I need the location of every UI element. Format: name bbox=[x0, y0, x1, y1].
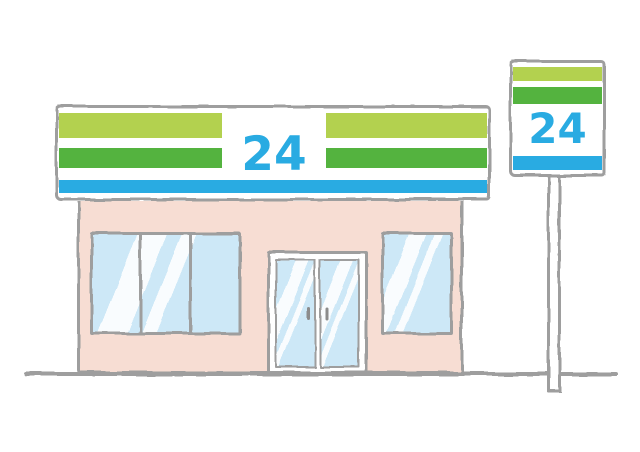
window-mullion bbox=[188, 235, 192, 332]
right-window bbox=[381, 232, 453, 335]
left-door-panel bbox=[275, 259, 316, 368]
sign-24-panel: 24 bbox=[222, 108, 326, 178]
pole-sign-24-panel: 24 bbox=[509, 104, 606, 153]
pole-sign: 24 bbox=[509, 60, 606, 177]
pole-sign-stripe-blue bbox=[513, 156, 602, 170]
entrance-door bbox=[267, 251, 368, 374]
pole-sign-stripe-green bbox=[513, 87, 602, 104]
pole-sign-stripe-lime bbox=[513, 67, 602, 81]
sign-stripe-blue bbox=[59, 180, 487, 193]
window-mullion bbox=[139, 235, 143, 332]
storefront-24-text: 24 bbox=[241, 127, 307, 182]
sign-pole bbox=[547, 170, 561, 392]
left-window bbox=[90, 232, 241, 335]
storefront-sign: 24 bbox=[55, 105, 491, 201]
right-door-panel bbox=[319, 259, 360, 368]
left-door-handle bbox=[307, 307, 310, 321]
right-door-handle bbox=[325, 307, 328, 321]
pole-sign-24-text: 24 bbox=[528, 103, 587, 153]
ground-line bbox=[24, 372, 618, 376]
